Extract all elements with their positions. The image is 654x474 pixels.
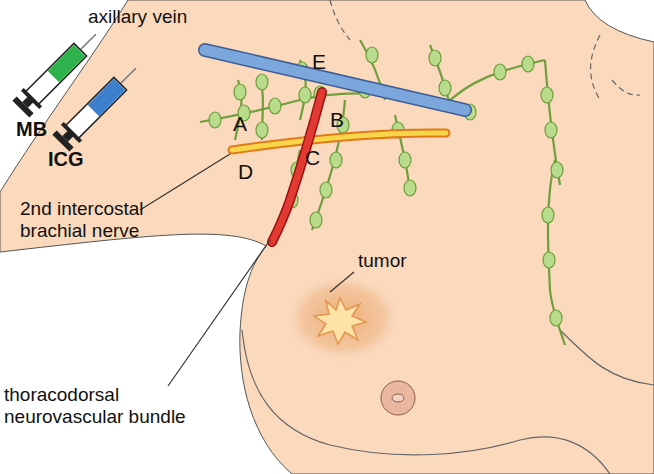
structure-label: 2nd intercostal brachial nerve: [20, 198, 195, 242]
callout-letter: A: [233, 112, 247, 136]
callout-letter: C: [305, 146, 320, 170]
callout-letter: E: [312, 50, 326, 74]
structure-label: tumor: [358, 250, 407, 272]
structure-label: thoracodorsal neurovascular bundle: [4, 384, 214, 428]
dye-label: ICG: [48, 148, 84, 171]
structure-label: axillary vein: [88, 6, 187, 28]
callout-letter: B: [330, 108, 344, 132]
callout-letter: D: [238, 160, 253, 184]
dye-label: MB: [16, 118, 47, 141]
